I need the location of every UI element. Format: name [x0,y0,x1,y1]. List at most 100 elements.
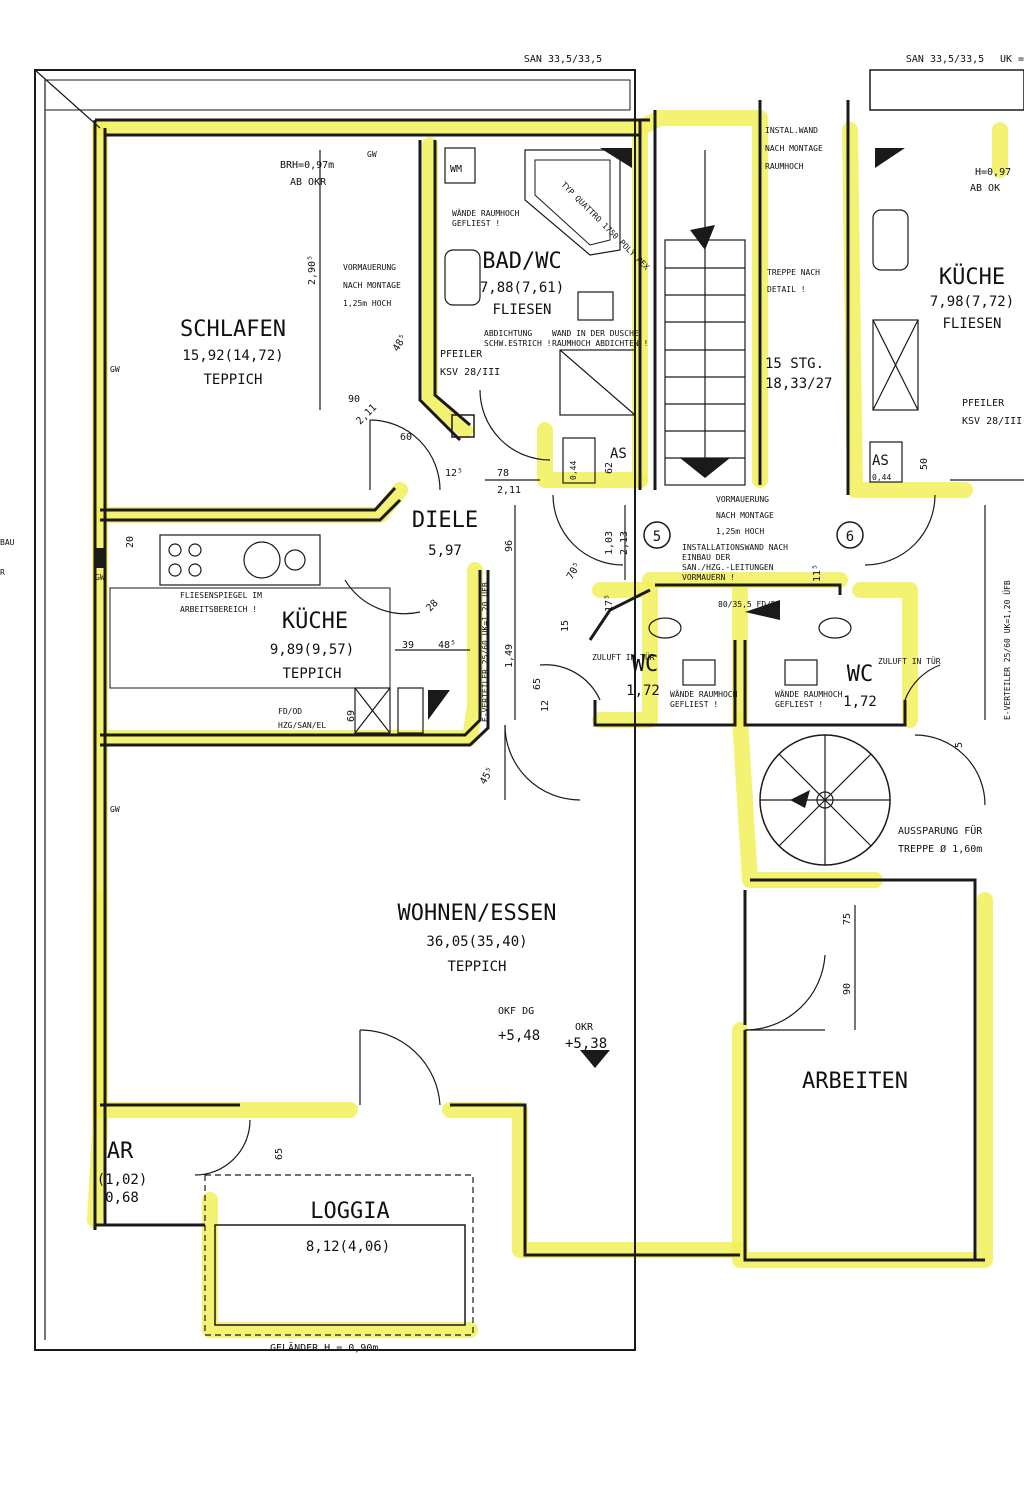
note-fliesenspiegel-1: FLIESENSPIEGEL IM [180,591,262,600]
dim-1-49: 1,49 [504,644,515,668]
note-abdichtung-2: SCHW.ESTRICH ! [484,339,551,348]
note-r-fragment: R [0,568,5,577]
level-okf-dg: OKF DG [498,1006,534,1017]
note-install-einbau-3: SAN./HZG.-LEITUNGEN [682,563,774,572]
note-brh-left-1: BRH=0,97m [280,160,334,171]
room-diele-name: DIELE [412,508,478,533]
room-kueche-left-floor: TEPPICH [282,666,341,682]
note-brh-left-2: AB OKR [290,177,327,188]
note-gw-1: GW [367,150,377,159]
note-vormauerung-1b: NACH MONTAGE [343,281,401,290]
note-zuluft-right: ZULUFT IN TÜR [878,656,941,666]
room-wc-right-area: 1,72 [843,694,877,710]
note-install-einbau-4: VORMAUERN ! [682,573,735,582]
note-wm: WM [450,164,462,175]
note-as-value-left: 0,44 [569,461,578,480]
note-vormauerung-1a: VORMAUERUNG [343,263,396,272]
note-as-value-right: 0,44 [872,473,891,482]
dim-65: 65 [532,678,543,690]
note-uk: UK = [1000,54,1024,65]
stair-markers [643,521,864,549]
dim-2-90: 2,90⁵ [307,255,318,285]
note-e-verteiler-right: E-VERTEILER 25/60 UK=1,20 ÜFB [1002,580,1012,720]
note-fd-od-2: HZG/SAN/EL [278,721,326,730]
note-fliesenspiegel-2: ARBEITSBEREICH ! [180,605,257,614]
note-waende-wc-left-1: WÄNDE RAUMHOCH [670,689,738,699]
dim-15: 15 [560,620,571,632]
note-zuluft-left: ZULUFT IN TÜR [592,652,655,662]
note-san-right: SAN 33,5/33,5 [906,54,984,65]
note-installwand-2: NACH MONTAGE [765,144,823,153]
note-waende-wc-right-2: GEFLIEST ! [775,700,823,709]
dim-65b: 65 [274,1148,285,1160]
dim-75: 75 [842,913,853,925]
dim-96: 96 [504,540,515,552]
room-bad-area: 7,88(7,61) [480,280,564,296]
room-wc-left-name: WC [632,652,659,677]
room-kueche-right-floor: FLIESEN [942,316,1001,332]
room-kueche-left-name: KÜCHE [282,608,348,634]
room-ar-area2: 0,68 [105,1190,139,1206]
note-fd-od-1: FD/OD [278,707,302,716]
note-vormauerung-2c: 1,25m HOCH [716,527,764,536]
room-wohnen-floor: TEPPICH [447,959,506,975]
note-treppe-detail-2: DETAIL ! [767,285,806,294]
stair-marker-5: 5 [653,529,661,545]
note-gw-4: GW [110,805,120,814]
room-ar-area1: (1,02) [97,1172,148,1188]
room-wohnen-name: WOHNEN/ESSEN [398,901,557,926]
room-kueche-right-area: 7,98(7,72) [930,294,1014,310]
note-waende-wc-left-2: GEFLIEST ! [670,700,718,709]
roof-outline [34,69,1024,1351]
dim-39: 39 [402,640,414,651]
room-schlafen-name: SCHLAFEN [180,317,286,342]
dim-69: 69 [346,710,357,722]
dim-48-5: 48⁵ [438,640,456,651]
dim-1-03: 1,03 [604,531,615,555]
dim-12-5: 12⁵ [445,468,463,479]
room-kueche-left-area: 9,89(9,57) [270,642,354,658]
dim-90: 90 [348,394,360,405]
note-abdichtung-1: ABDICHTUNG [484,329,532,338]
note-stg-2: 18,33/27 [765,376,832,392]
note-as-left: AS [610,446,627,462]
note-waende-gefliest-1: WÄNDE RAUMHOCH [452,208,520,218]
dim-2-13: 2,13 [619,531,630,555]
note-san-left: SAN 33,5/33,5 [524,54,602,65]
note-aussparung-2: TREPPE Ø 1,60m [898,843,982,855]
dim-17-5: 17⁵ [604,594,615,612]
note-waende-wc-right-1: WÄNDE RAUMHOCH [775,689,843,699]
dim-2-11b: 2,11 [497,485,521,496]
note-stg-1: 15 STG. [765,356,824,372]
spiral-stair [759,734,891,866]
room-ar-name: AR [107,1139,134,1164]
room-schlafen-area: 15,92(14,72) [182,348,283,364]
room-schlafen-floor: TEPPICH [203,372,262,388]
room-diele-area: 5,97 [428,543,462,559]
room-bad-name: BAD/WC [482,249,561,274]
stair-marker-6: 6 [846,529,854,545]
note-wand-dusche-1: WAND IN DER DUSCHE [552,329,639,338]
note-as-right: AS [872,453,889,469]
level-okr-value: +5,38 [565,1036,607,1052]
level-okf-value: +5,48 [498,1028,540,1044]
note-install-einbau-2: EINBAU DER [682,553,730,562]
room-arbeiten-name: ARBEITEN [802,1069,908,1094]
note-gelaender: GELÄNDER H = 0,90m [270,1341,378,1354]
note-installwand-3: RAUMHOCH [765,162,804,171]
note-pfeiler-right-1: PFEILER [962,398,1005,409]
room-wc-right-name: WC [847,662,874,687]
room-loggia-area: 8,12(4,06) [306,1239,390,1255]
dim-60: 60 [400,432,412,443]
note-vormauerung-2a: VORMAUERUNG [716,495,769,504]
room-wohnen-area: 36,05(35,40) [426,934,527,950]
note-fd-dd: 80/35,5 FD/DD [718,600,781,609]
note-waende-gefliest-2: GEFLIEST ! [452,219,500,228]
note-install-einbau-1: INSTALLATIONSWAND NACH [682,543,788,552]
note-treppe-detail-1: TREPPE NACH [767,268,820,277]
room-loggia-name: LOGGIA [310,1199,389,1224]
room-bad-floor: FLIESEN [492,302,551,318]
note-pfeiler-left-2: KSV 28/III [440,367,500,378]
